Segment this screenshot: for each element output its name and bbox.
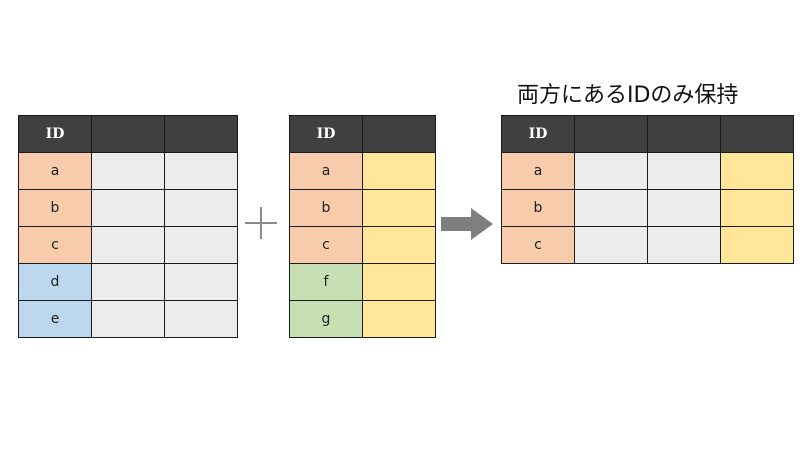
left-table-value-cell bbox=[91, 189, 165, 227]
result-table-right-value-cell bbox=[720, 226, 794, 264]
right-table-id-cell: g bbox=[289, 300, 363, 338]
plus-icon bbox=[245, 207, 277, 239]
result-table-header-cell bbox=[720, 115, 794, 153]
result-table-left-value-cell bbox=[574, 152, 648, 190]
right-table-header-cell bbox=[362, 115, 436, 153]
result-table-left-value-cell bbox=[647, 226, 721, 264]
table-row: c bbox=[18, 226, 238, 264]
left-table: ID a b c d e bbox=[18, 115, 238, 338]
left-table-value-cell bbox=[164, 263, 238, 301]
table-row: a bbox=[501, 152, 794, 190]
right-table-header-row: ID bbox=[289, 115, 436, 153]
left-table-id-cell: e bbox=[18, 300, 92, 338]
table-row: d bbox=[18, 263, 238, 301]
result-table-right-value-cell bbox=[720, 152, 794, 190]
result-table-left-value-cell bbox=[574, 226, 648, 264]
result-table-left-value-cell bbox=[574, 189, 648, 227]
left-table-value-cell bbox=[164, 300, 238, 338]
left-table-id-header: ID bbox=[18, 115, 92, 153]
table-row: b bbox=[289, 189, 436, 227]
result-table-id-header: ID bbox=[501, 115, 575, 153]
result-table-id-cell: b bbox=[501, 189, 575, 227]
table-row: c bbox=[289, 226, 436, 264]
result-table-header-cell bbox=[647, 115, 721, 153]
right-table-value-cell bbox=[362, 300, 436, 338]
arrow-right-icon bbox=[441, 208, 493, 240]
right-table-id-cell: f bbox=[289, 263, 363, 301]
left-table-header-cell bbox=[91, 115, 165, 153]
right-table-value-cell bbox=[362, 263, 436, 301]
left-table-header-cell bbox=[164, 115, 238, 153]
result-table-header-row: ID bbox=[501, 115, 794, 153]
left-table-value-cell bbox=[91, 152, 165, 190]
result-table-left-value-cell bbox=[647, 152, 721, 190]
left-table-value-cell bbox=[164, 226, 238, 264]
table-row: f bbox=[289, 263, 436, 301]
result-table-right-value-cell bbox=[720, 189, 794, 227]
result-table-id-cell: c bbox=[501, 226, 575, 264]
right-table-value-cell bbox=[362, 152, 436, 190]
left-table-value-cell bbox=[164, 189, 238, 227]
left-table-id-cell: c bbox=[18, 226, 92, 264]
result-table-id-cell: a bbox=[501, 152, 575, 190]
right-table-id-cell: c bbox=[289, 226, 363, 264]
table-row: a bbox=[289, 152, 436, 190]
result-table: ID a b c bbox=[501, 115, 794, 264]
table-row: a bbox=[18, 152, 238, 190]
table-row: e bbox=[18, 300, 238, 338]
arrow-shape bbox=[441, 208, 493, 240]
left-table-id-cell: d bbox=[18, 263, 92, 301]
left-table-id-cell: a bbox=[18, 152, 92, 190]
right-table-id-header: ID bbox=[289, 115, 363, 153]
right-table-value-cell bbox=[362, 189, 436, 227]
right-table: ID a b c f g bbox=[289, 115, 436, 338]
left-table-value-cell bbox=[91, 226, 165, 264]
result-table-left-value-cell bbox=[647, 189, 721, 227]
right-table-value-cell bbox=[362, 226, 436, 264]
result-caption: 両方にあるIDのみ保持 bbox=[517, 83, 739, 108]
right-table-id-cell: b bbox=[289, 189, 363, 227]
table-row: c bbox=[501, 226, 794, 264]
left-table-header-row: ID bbox=[18, 115, 238, 153]
table-row: b bbox=[18, 189, 238, 227]
table-row: b bbox=[501, 189, 794, 227]
left-table-value-cell bbox=[164, 152, 238, 190]
left-table-value-cell bbox=[91, 263, 165, 301]
left-table-id-cell: b bbox=[18, 189, 92, 227]
left-table-value-cell bbox=[91, 300, 165, 338]
table-row: g bbox=[289, 300, 436, 338]
result-table-header-cell bbox=[574, 115, 648, 153]
right-table-id-cell: a bbox=[289, 152, 363, 190]
